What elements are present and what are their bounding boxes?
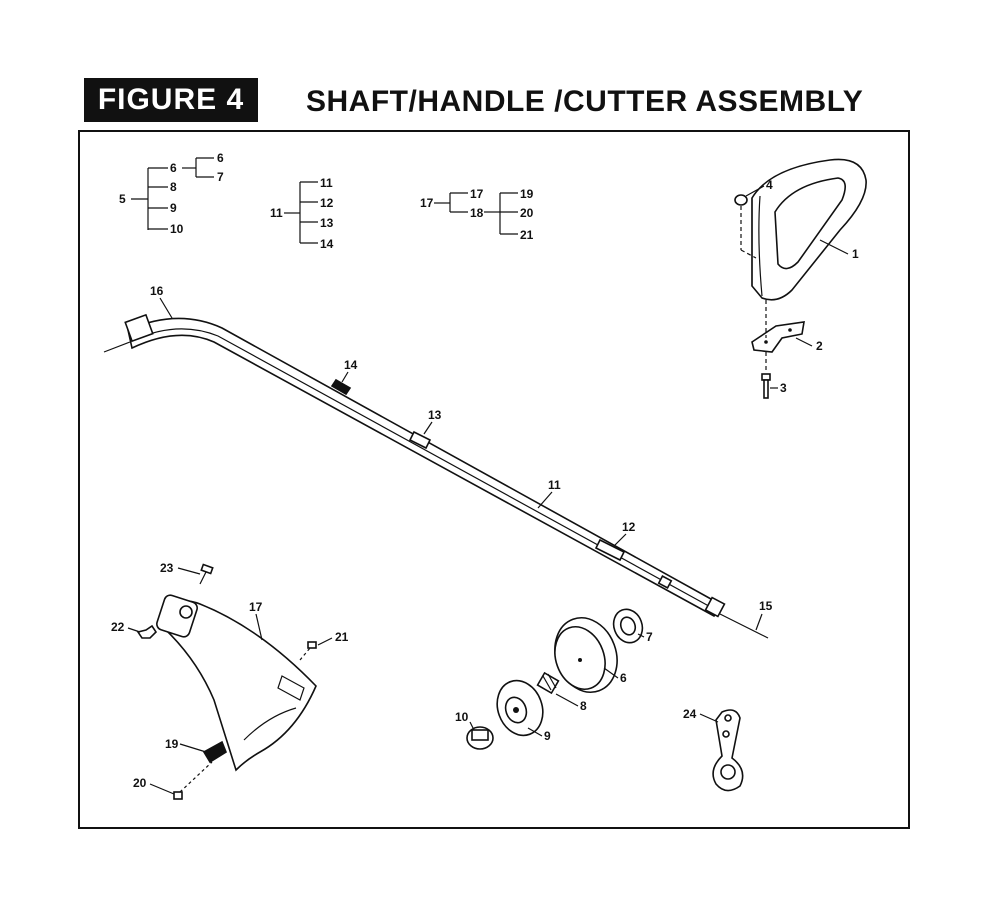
kit-tree-a: 5 6 6 7 8 9 10 — [119, 151, 224, 236]
spool-housing-part — [554, 617, 618, 693]
kit-c-root: 17 — [420, 196, 434, 210]
bolt-part — [761, 373, 771, 399]
spring-part — [536, 671, 560, 695]
screw-20-part — [173, 761, 213, 800]
bump-knob-part — [466, 726, 494, 750]
kit-b-item-4: 14 — [320, 237, 334, 251]
bracket-part — [751, 300, 805, 372]
guard-part — [156, 594, 317, 772]
kit-a-sub-child-1: 6 — [217, 151, 224, 165]
screw-21-part — [299, 641, 317, 661]
kit-a-sub: 6 — [170, 161, 177, 175]
kit-tree-c: 17 17 18 19 20 21 — [420, 187, 534, 242]
spool-part — [496, 679, 544, 737]
shaft-part — [103, 313, 726, 618]
kit-a-item-2: 9 — [170, 201, 177, 215]
callout-7: 7 — [646, 630, 653, 644]
callout-10: 10 — [455, 710, 469, 724]
kit-a-item-3: 10 — [170, 222, 184, 236]
callout-13: 13 — [428, 408, 442, 422]
kit-b-item-3: 13 — [320, 216, 334, 230]
callout-3: 3 — [780, 381, 787, 395]
kit-b-item-2: 12 — [320, 196, 334, 210]
kit-c-second-child-3: 21 — [520, 228, 534, 242]
callouts: 1 2 3 4 6 7 8 9 10 11 12 13 14 15 16 17 … — [111, 178, 859, 795]
callout-8: 8 — [580, 699, 587, 713]
diagram-frame — [78, 130, 910, 829]
kit-b-item-1: 11 — [320, 176, 333, 190]
callout-21: 21 — [335, 630, 349, 644]
handle-part — [751, 158, 867, 301]
callout-6: 6 — [620, 671, 627, 685]
callout-16: 16 — [150, 284, 164, 298]
callout-17: 17 — [249, 600, 263, 614]
callout-4: 4 — [766, 178, 773, 192]
kit-tree-b: 11 11 12 13 14 — [270, 176, 334, 251]
kit-b-root: 11 — [270, 206, 283, 220]
kit-c-first: 17 — [470, 187, 484, 201]
callout-9: 9 — [544, 729, 551, 743]
drive-shaft-part — [719, 613, 769, 639]
callout-12: 12 — [622, 520, 636, 534]
kit-c-second-child-2: 20 — [520, 206, 534, 220]
callout-22: 22 — [111, 620, 125, 634]
wing-nut-part — [136, 624, 158, 639]
line-blade-part — [202, 740, 227, 764]
callout-14: 14 — [344, 358, 358, 372]
kit-a-sub-child-2: 7 — [217, 170, 224, 184]
callout-11: 11 — [548, 478, 561, 492]
kit-a-root: 5 — [119, 192, 126, 206]
callout-15: 15 — [759, 599, 773, 613]
wrench-part — [712, 709, 744, 792]
screw-23-part — [199, 563, 214, 585]
kit-c-second-child-1: 19 — [520, 187, 534, 201]
kit-c-second: 18 — [470, 206, 484, 220]
callout-24: 24 — [683, 707, 697, 721]
kit-a-item-1: 8 — [170, 180, 177, 194]
callout-19: 19 — [165, 737, 179, 751]
bearing-part — [612, 608, 644, 644]
callout-23: 23 — [160, 561, 174, 575]
figure-label: FIGURE 4 — [84, 78, 258, 122]
callout-1: 1 — [852, 247, 859, 261]
callout-2: 2 — [816, 339, 823, 353]
knob-part — [734, 194, 757, 259]
callout-20: 20 — [133, 776, 147, 790]
figure-title: SHAFT/HANDLE /CUTTER ASSEMBLY — [306, 85, 864, 118]
